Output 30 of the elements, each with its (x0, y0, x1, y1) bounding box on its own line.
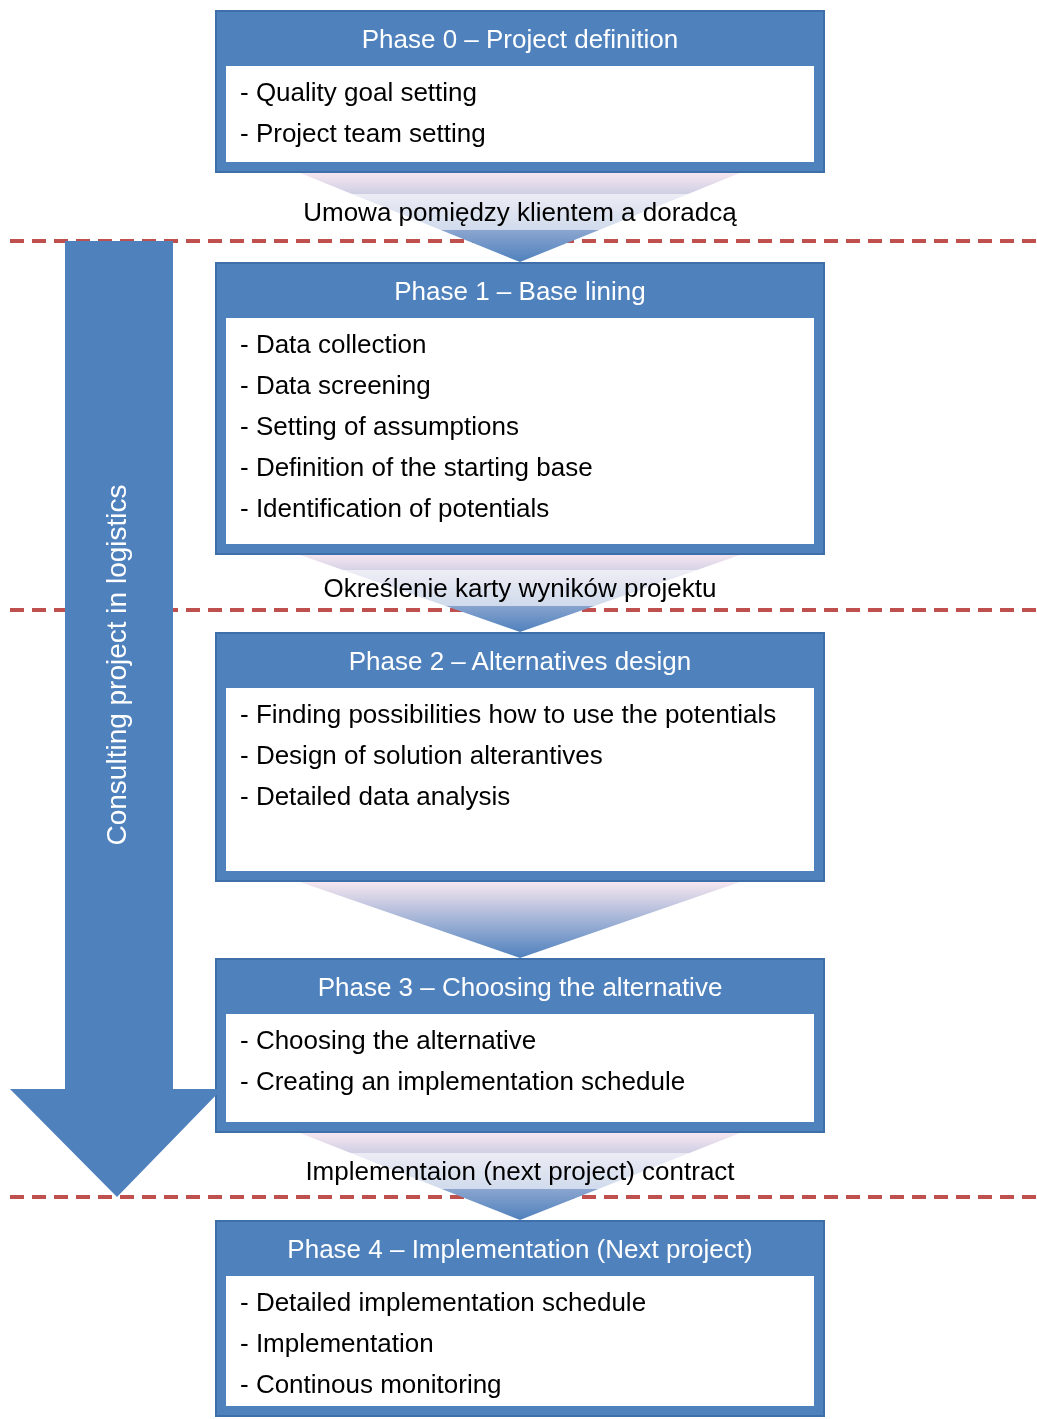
task-item: - Finding possibilities how to use the potentials (240, 698, 778, 731)
task-item: - Quality goal setting (240, 76, 478, 109)
chevron-arrow (300, 173, 740, 262)
band-label: Consulting project in logistics (100, 484, 133, 846)
phase-box (215, 262, 825, 555)
phase-title: Phase 4 – Implementation (Next project) (286, 1232, 754, 1266)
task-item: - Data screening (240, 369, 432, 402)
phase-box (215, 958, 825, 1133)
phase-title: Phase 3 – Choosing the alternative (316, 970, 724, 1004)
chevron-arrow (300, 1133, 740, 1220)
task-item: - Choosing the alternative (240, 1024, 538, 1057)
task-item: - Project team setting (240, 117, 487, 150)
task-item: - Setting of assumptions (240, 410, 520, 443)
phase-box (215, 1220, 825, 1417)
phase-title: Phase 2 – Alternatives design (347, 644, 693, 678)
phase-title: Phase 0 – Project definition (360, 22, 680, 56)
task-item: - Implementation (240, 1327, 435, 1360)
chevron-arrow (300, 555, 740, 632)
task-item: - Detailed implementation schedule (240, 1286, 648, 1319)
task-item: - Continous monitoring (240, 1368, 503, 1401)
task-item: - Creating an implementation schedule (240, 1065, 687, 1098)
task-item: - Data collection (240, 328, 428, 361)
task-item: - Design of solution alterantives (240, 739, 604, 772)
task-item: - Identification of potentials (240, 492, 551, 525)
phase-box (215, 10, 825, 173)
phase-title: Phase 1 – Base lining (393, 274, 647, 308)
task-item: - Definition of the starting base (240, 451, 594, 484)
chevron-arrow (300, 882, 740, 958)
task-item: - Detailed data analysis (240, 780, 512, 813)
phase-box (215, 632, 825, 882)
